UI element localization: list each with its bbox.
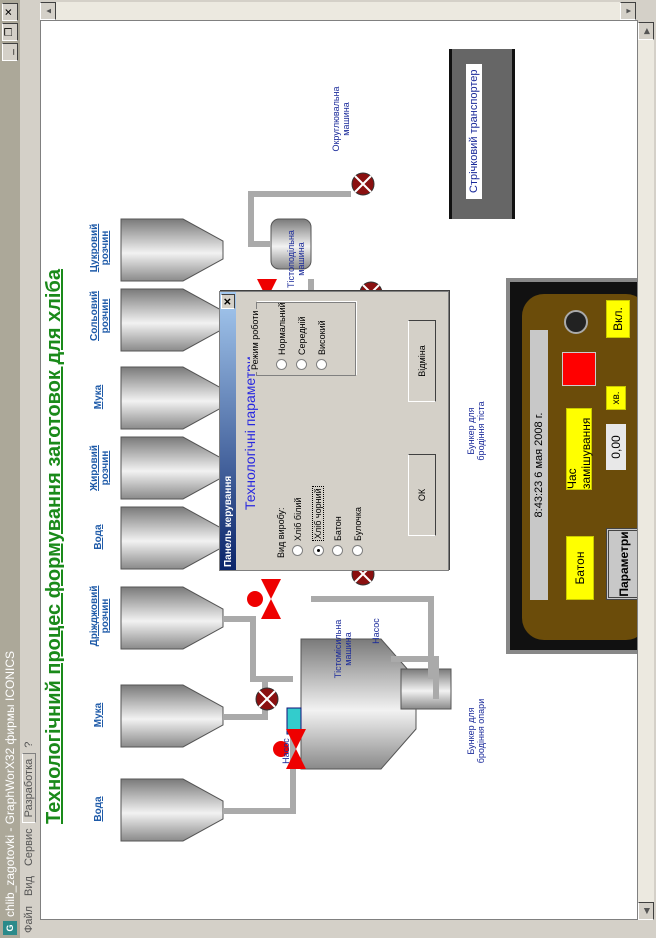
valve-icon bbox=[247, 579, 281, 619]
pump-label-1: Насос bbox=[281, 738, 291, 764]
scroll-left-icon[interactable]: ◀ bbox=[638, 902, 654, 920]
tank bbox=[120, 218, 224, 282]
valve-icon bbox=[273, 729, 306, 769]
ok-button[interactable]: ОК bbox=[408, 454, 436, 536]
cancel-button[interactable]: Відміна bbox=[408, 320, 436, 402]
pump-icon bbox=[351, 172, 375, 196]
fermentation-bunker-label: Бункер для бродіння тіста bbox=[466, 401, 486, 461]
product-group-label: Вид виробу: bbox=[276, 507, 286, 558]
control-panel-face: 8:43:23 6 мая 2008 г. Батон Параметри Ча… bbox=[522, 294, 638, 640]
menu-development[interactable]: Разработка bbox=[22, 752, 36, 824]
status-indicator bbox=[562, 352, 596, 386]
pipe bbox=[223, 721, 296, 814]
mixer-label: Тістомісильна машина bbox=[333, 619, 353, 679]
dialog-title-bar: Панель керування ✕ bbox=[220, 292, 236, 570]
tank bbox=[120, 506, 224, 570]
radio-normal[interactable]: Нормальний bbox=[276, 302, 287, 370]
process-diagram bbox=[120, 172, 452, 842]
app-icon: G bbox=[3, 921, 17, 935]
conveyor-label: Стрічковий транспортер bbox=[466, 63, 482, 199]
process-canvas: Технологічний процес формування заготово… bbox=[40, 20, 638, 920]
dough-bunker bbox=[400, 668, 452, 710]
tank-label-sugar[interactable]: Цукровий розчин bbox=[89, 223, 111, 273]
dialog-title: Панель керування bbox=[222, 475, 234, 567]
tank bbox=[120, 684, 224, 748]
datetime-display: 8:43:23 6 мая 2008 г. bbox=[530, 330, 548, 600]
radio-white-bread[interactable]: Хліб білий bbox=[292, 498, 303, 556]
control-panel: 8:43:23 6 мая 2008 г. Батон Параметри Ча… bbox=[506, 278, 638, 654]
scroll-down-icon[interactable]: ▼ bbox=[620, 2, 636, 20]
menu-bar: Файл Вид Сервис Разработка ? bbox=[20, 0, 38, 938]
minimize-button[interactable]: _ bbox=[2, 43, 18, 61]
menu-service[interactable]: Сервис bbox=[23, 828, 35, 867]
radio-medium[interactable]: Середній bbox=[296, 316, 307, 370]
restore-button[interactable]: ❐ bbox=[2, 23, 18, 41]
mix-time-label: Час замішування bbox=[565, 408, 593, 490]
tank bbox=[120, 778, 224, 842]
scroll-right-icon[interactable]: ▶ bbox=[638, 22, 654, 40]
power-on-label[interactable]: Вкл. bbox=[606, 300, 630, 338]
pipe bbox=[223, 616, 293, 682]
tank bbox=[120, 288, 224, 352]
dialog-close-button[interactable]: ✕ bbox=[221, 294, 235, 309]
mix-time-value: 0,00 bbox=[606, 424, 626, 470]
tank-label-salt[interactable]: Сольовий розчин bbox=[89, 290, 111, 341]
pump-icon bbox=[255, 687, 279, 711]
dialog-heading: Технологічні параметри bbox=[242, 356, 258, 510]
power-switch-icon[interactable] bbox=[564, 310, 588, 334]
tank-label-flour-1[interactable]: Мука bbox=[93, 702, 104, 728]
tank-label-fat[interactable]: Жировий розчин bbox=[89, 445, 111, 491]
parameters-button[interactable]: Параметри bbox=[606, 528, 638, 600]
control-dialog: Панель керування ✕ Технологічні параметр… bbox=[219, 291, 449, 571]
close-button[interactable]: ✕ bbox=[2, 3, 18, 21]
tank-label-yeast[interactable]: Дріжджовий розчин bbox=[89, 585, 111, 647]
product-display: Батон bbox=[566, 536, 594, 600]
menu-help[interactable]: ? bbox=[23, 741, 35, 748]
divider-label: Тістоподільна машина bbox=[286, 230, 306, 288]
radio-black-bread[interactable]: Хліб чорний bbox=[312, 486, 324, 556]
horizontal-scrollbar[interactable]: ◀ ▶ bbox=[638, 22, 654, 920]
dough-bunker-label: Бункер для бродіння опари bbox=[466, 698, 486, 764]
tank-label-flour-2[interactable]: Мука bbox=[93, 384, 104, 410]
scroll-up-icon[interactable]: ▲ bbox=[40, 2, 56, 20]
pump-label-2: Насос bbox=[371, 618, 381, 644]
tank-label-water-2[interactable]: Вода bbox=[93, 524, 104, 550]
tank bbox=[120, 436, 224, 500]
radio-bun[interactable]: Булочка bbox=[352, 507, 363, 556]
tank-label-water-1[interactable]: Вода bbox=[93, 796, 104, 822]
tank bbox=[120, 586, 224, 650]
menu-file[interactable]: Файл bbox=[23, 905, 35, 933]
mode-group-label: Режим роботи bbox=[250, 308, 260, 372]
menu-view[interactable]: Вид bbox=[23, 876, 35, 896]
title-bar: G chlib_zagotovki - GraphWorX32 фирмы IC… bbox=[0, 0, 20, 938]
radio-high[interactable]: Високий bbox=[316, 320, 327, 370]
unit-label: хв. bbox=[606, 386, 626, 410]
radio-baton[interactable]: Батон bbox=[332, 516, 343, 556]
window-title: chlib_zagotovki - GraphWorX32 фирмы ICON… bbox=[3, 651, 17, 917]
rounder-label: Округлювальна машина bbox=[331, 86, 351, 152]
belt-conveyor: Стрічковий транспортер bbox=[449, 49, 515, 219]
tank bbox=[120, 366, 224, 430]
vertical-scrollbar[interactable]: ▲ ▼ bbox=[40, 2, 636, 20]
